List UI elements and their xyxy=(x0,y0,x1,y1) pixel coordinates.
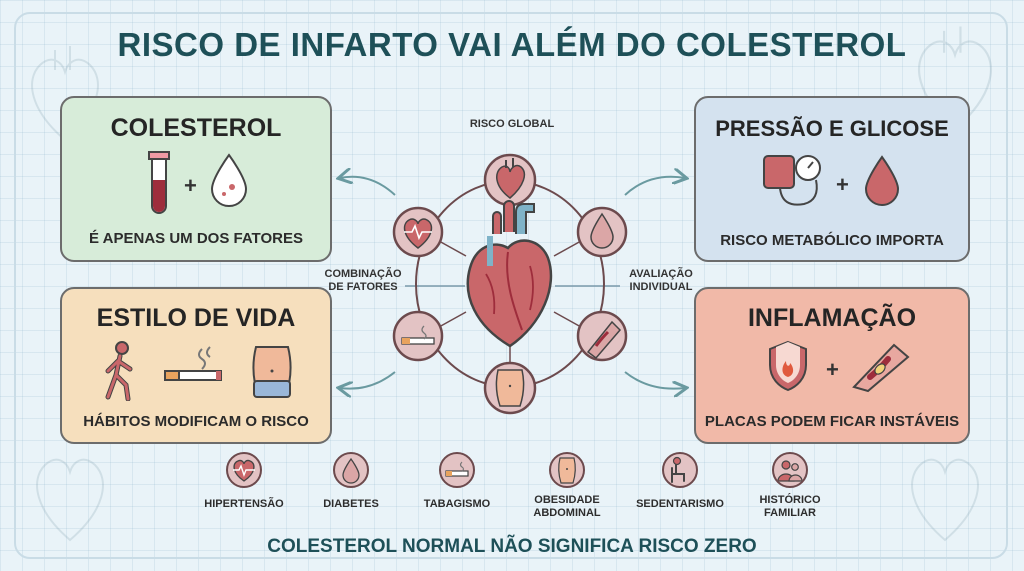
ring-node-heart-pulse-icon xyxy=(392,206,444,258)
family-icon xyxy=(772,452,808,488)
card-subtitle: RISCO METABÓLICO IMPORTA xyxy=(720,232,944,249)
abdomen-icon xyxy=(252,346,292,398)
blood-pressure-cuff-icon xyxy=(763,155,821,206)
factor-label: SEDENTARISMO xyxy=(636,498,724,510)
factor-diabetes: DIABETES xyxy=(296,452,406,511)
card-estilo-de-vida: ESTILO DE VIDA HÁBITOS MODIFICAM O RISCO xyxy=(60,287,332,444)
factor-label: DIABETES xyxy=(323,498,379,510)
background-heart-icon xyxy=(36,458,104,542)
background-heart-icon xyxy=(911,458,979,542)
card-subtitle: PLACAS PODEM FICAR INSTÁVEIS xyxy=(704,413,960,430)
ring-node-abdomen-icon xyxy=(483,361,537,415)
factor-label: OBESIDADE ABDOMINAL xyxy=(533,494,601,519)
abdomen-icon xyxy=(549,452,585,488)
cigarette-icon xyxy=(439,452,475,488)
background-heart-icon xyxy=(31,46,99,142)
drop-icon xyxy=(333,452,369,488)
card-subtitle: É APENAS UM DOS FATORES xyxy=(89,230,303,247)
sitting-person-icon xyxy=(662,452,698,488)
label-avaliacao-individual: AVALIAÇÃO INDIVIDUAL xyxy=(629,268,693,293)
label-risco-global: RISCO GLOBAL xyxy=(469,118,555,130)
footer-message: COLESTEROL NORMAL NÃO SIGNIFICA RISCO ZE… xyxy=(267,536,757,557)
factor-obesidade-abdominal: OBESIDADE ABDOMINAL xyxy=(512,452,622,520)
factor-label: TABAGISMO xyxy=(423,498,491,510)
ring-node-artery-icon xyxy=(576,310,628,362)
card-title: ESTILO DE VIDA xyxy=(96,304,296,332)
central-heart-icon xyxy=(466,200,553,348)
card-colesterol: COLESTEROL + É APENAS UM DOS FATORES xyxy=(60,96,332,262)
factor-historico-familiar: HISTÓRICO FAMILIAR xyxy=(735,452,845,520)
page-title: RISCO DE INFARTO VAI ALÉM DO COLESTEROL xyxy=(117,26,907,63)
shield-fire-icon xyxy=(769,340,807,392)
cigarette-icon xyxy=(164,346,222,381)
test-tube-icon xyxy=(148,151,170,214)
heart-pulse-icon xyxy=(226,452,262,488)
plus-sign: + xyxy=(184,173,197,198)
label-combinacao-fatores: COMBINAÇÃO DE FATORES xyxy=(324,268,402,293)
background-heart-icon xyxy=(917,26,993,131)
factor-label: HISTÓRICO FAMILIAR xyxy=(759,494,821,519)
factor-tabagismo: TABAGISMO xyxy=(402,452,512,511)
ring-node-drop-icon xyxy=(576,206,628,258)
page-frame xyxy=(14,12,1008,559)
card-pressao-glicose: PRESSÃO E GLICOSE + RISCO METABÓLICO IMP… xyxy=(694,96,970,262)
factor-hipertensao: HIPERTENSÃO xyxy=(189,452,299,511)
artery-plaque-icon xyxy=(852,343,910,393)
plus-sign: + xyxy=(826,357,839,382)
walking-person-icon xyxy=(105,341,133,401)
card-inflamacao: INFLAMAÇÃO + PLACAS PODEM FICAR INSTÁVEI… xyxy=(694,287,970,444)
card-title: PRESSÃO E GLICOSE xyxy=(715,116,949,141)
card-subtitle: HÁBITOS MODIFICAM O RISCO xyxy=(83,413,309,430)
blood-drop-icon xyxy=(864,155,900,206)
card-title: COLESTEROL xyxy=(110,114,282,142)
factor-sedentarismo: SEDENTARISMO xyxy=(625,452,735,511)
risk-wheel xyxy=(392,153,628,415)
factor-label: HIPERTENSÃO xyxy=(204,498,284,510)
ring-node-heart-anatomical-icon xyxy=(483,153,537,207)
ring-node-cigarette-icon xyxy=(392,310,444,362)
plus-sign: + xyxy=(836,172,849,197)
card-title: INFLAMAÇÃO xyxy=(747,304,917,332)
drop-icon xyxy=(210,153,248,207)
